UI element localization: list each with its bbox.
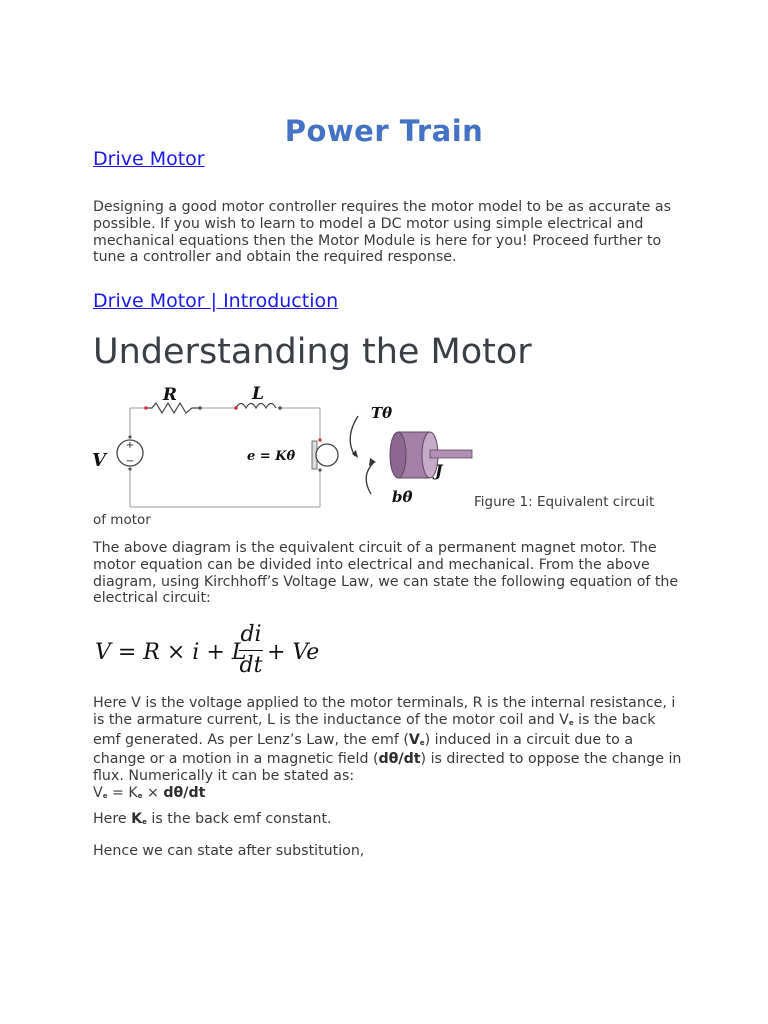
- resistor-label: R: [162, 385, 177, 405]
- equation-fraction: di dt: [239, 622, 263, 679]
- kvl-equation: V = R × i + L di dt + Ve: [95, 622, 395, 682]
- inductor-symbol: [235, 402, 277, 410]
- equation-numerator: di: [240, 622, 262, 647]
- resistor-symbol: [146, 401, 200, 415]
- page-title: Power Train: [284, 114, 484, 148]
- plus-label: +: [126, 440, 134, 451]
- inertia-label: J: [432, 461, 444, 480]
- inductor-label: L: [251, 384, 264, 404]
- motor-equivalent-circuit-figure: + − R L V e = Kθ̇ Tθ bθ̇ J: [92, 384, 473, 508]
- equation-lhs: V = R × i + L: [95, 640, 247, 665]
- minus-label: −: [126, 456, 134, 467]
- figure-caption-continued: of motor: [93, 512, 151, 528]
- voltage-label: V: [92, 450, 108, 471]
- rotor-inertia-graphic: [389, 431, 473, 479]
- voltage-source-symbol: [116, 439, 144, 467]
- figure-caption: Figure 1: Equivalent circuit: [474, 494, 655, 510]
- motor-symbol: [315, 443, 339, 467]
- damping-label: bθ̇: [392, 488, 413, 506]
- variables-description-paragraph: Here V is the voltage applied to the mot…: [93, 695, 682, 801]
- intro-paragraph: Designing a good motor controller requir…: [93, 199, 671, 266]
- circuit-wires: [129, 407, 321, 508]
- drive-motor-link[interactable]: Drive Motor: [93, 148, 205, 170]
- back-emf-constant-paragraph: Here Ke is the back emf constant.: [93, 811, 332, 827]
- substitution-paragraph: Hence we can state after substitution,: [93, 843, 365, 859]
- circuit-description-paragraph: The above diagram is the equivalent circ…: [93, 540, 679, 607]
- equation-rhs: + Ve: [267, 640, 320, 665]
- torque-label: Tθ: [371, 404, 392, 422]
- back-emf-label: e = Kθ̇: [247, 449, 296, 464]
- equation-denominator: dt: [239, 653, 263, 678]
- drive-motor-introduction-link[interactable]: Drive Motor | Introduction: [93, 290, 339, 312]
- section-heading: Understanding the Motor: [93, 332, 532, 372]
